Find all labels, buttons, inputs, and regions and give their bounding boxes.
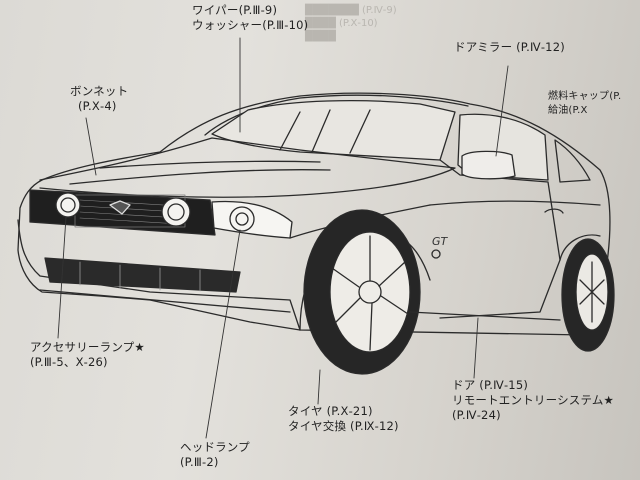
rear-spokes [579,261,605,323]
headlamp-label: ヘッドランプ [180,440,250,454]
washer-label: ウォッシャー(P.Ⅲ-10) [192,18,309,32]
door-callout: ドア (P.Ⅳ-15) リモートエントリーシステム★ (P.Ⅳ-24) [452,378,614,423]
side-sill [409,311,561,321]
door-panel [439,159,561,319]
hood-center-line [69,169,331,185]
door-mirror-callout: ドアミラー (P.Ⅳ-12) [454,40,565,55]
bonnet-page-ref: (P.Ⅹ-4) [78,99,117,113]
rear-wheel [561,238,615,352]
right-fog-lamp-inner [167,203,185,221]
bleed-line: ████ (P.Ⅹ-10) [305,18,378,29]
front-bumper [17,219,301,331]
door-leader-line [473,317,479,379]
front-wheel [303,209,421,375]
roof-line [204,94,469,136]
headlamp-housing [211,200,293,239]
tire-label: タイヤ (P.Ⅹ-21) [288,404,373,418]
lower-intake [44,257,241,293]
accessory-lamp-callout: アクセサリーランプ★ (P.Ⅲ-5、Ⅹ-26) [30,340,145,370]
refuel-label: 給油(P.Ⅹ [548,105,588,116]
door-mirror [461,150,516,180]
hood [39,137,456,198]
door-handle [544,208,564,214]
tire-leader-line [317,369,321,405]
body-crease [429,200,601,206]
rear-wheel-arch [559,234,601,261]
left-fog-lamp [55,192,81,218]
bleed-through-text: ███████ (P.Ⅳ-9) ████ (P.Ⅹ-10) ████ [305,4,397,43]
headlamp-callout: ヘッドランプ (P.Ⅲ-2) [180,440,250,470]
side-marker [431,249,441,259]
headlamp-page-ref: (P.Ⅲ-2) [180,455,219,469]
door-mirror-label: ドアミラー (P.Ⅳ-12) [454,40,565,54]
fuel-cap-callout: 燃料キャップ(P. 給油(P.Ⅹ [548,90,621,118]
headlamp-lens-inner [235,212,249,226]
accessory-lamp-leader-line [57,216,67,339]
left-fog-lamp-inner [60,197,76,213]
tire-callout: タイヤ (P.Ⅹ-21) タイヤ交換 (P.Ⅸ-12) [288,404,399,434]
windshield [211,99,456,161]
wiper-label: ワイパー(P.Ⅲ-9) [192,3,278,17]
splitter [39,289,291,313]
bonnet-callout: ボンネット (P.Ⅹ-4) [70,84,128,114]
front-rim [329,231,411,353]
pony-emblem [109,200,131,215]
door-label: ドア (P.Ⅳ-15) [452,378,529,392]
gt-badge: GT [432,235,449,248]
right-fog-lamp [161,197,191,227]
intake-slats [79,261,201,292]
bleed-line: ███████ (P.Ⅳ-9) [305,5,397,16]
headlamp-leader-line [205,229,241,439]
remote-entry-label: リモートエントリーシステム★ [452,393,615,407]
tire-change-label: タイヤ交換 (P.Ⅸ-12) [288,419,399,433]
bonnet-leader-line [85,117,97,176]
grille-bars [79,199,181,225]
bonnet-label: ボンネット [70,84,129,98]
hood-crease [99,160,321,169]
bleed-line: ████ [305,31,336,42]
windshield-reflection [279,109,371,154]
headlamp-lens [229,206,255,232]
remote-entry-page-ref: (P.Ⅳ-24) [452,408,501,422]
mirror-leader-line [495,65,509,157]
fuel-cap-label: 燃料キャップ(P. [548,91,622,102]
wiper-callout: ワイパー(P.Ⅲ-9) ウォッシャー(P.Ⅲ-10) [192,3,308,33]
front-spokes [331,235,409,351]
accessory-lamp-page-ref: (P.Ⅲ-5、Ⅹ-26) [30,355,108,369]
rear-quarter-window [554,139,591,183]
accessory-lamp-label: アクセサリーランプ★ [30,340,145,354]
